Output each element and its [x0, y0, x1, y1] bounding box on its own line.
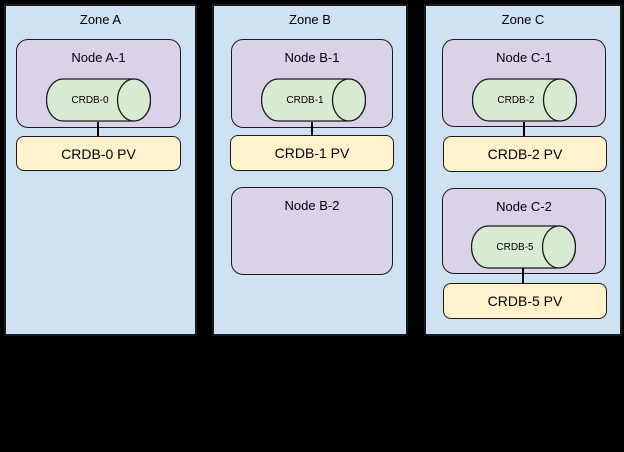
crdb-1-pv-label: CRDB-1 PV: [274, 145, 350, 161]
node-a1: Node A-1 CRDB-0: [16, 39, 181, 128]
connector-crdb1-pv: [311, 122, 313, 135]
crdb-5-pv-label: CRDB-5 PV: [487, 293, 563, 309]
zone-c: Zone C Node C-1 CRDB-2 CRDB-2 PV Node C-…: [424, 4, 622, 336]
crdb-0-pod: CRDB-0: [46, 78, 151, 122]
crdb-2-label: CRDB-2: [497, 94, 535, 106]
zone-c-title: Zone C: [501, 12, 545, 27]
node-b2: Node B-2: [231, 187, 393, 275]
zone-a: Zone A Node A-1 CRDB-0 CRDB-0 PV: [4, 4, 197, 336]
crdb-5-label: CRDB-5: [496, 241, 534, 253]
node-c1: Node C-1 CRDB-2: [442, 39, 606, 127]
cylinder-icon: [261, 78, 366, 122]
zone-b-title: Zone B: [289, 12, 331, 27]
connector-crdb2-pv: [523, 122, 525, 136]
node-b1: Node B-1 CRDB-1: [231, 39, 393, 128]
node-b1-title: Node B-1: [284, 50, 340, 65]
crdb-1-pv: CRDB-1 PV: [230, 135, 394, 171]
crdb-1-pod: CRDB-1: [261, 78, 366, 122]
node-c1-title: Node C-1: [496, 50, 552, 65]
node-b2-title: Node B-2: [284, 198, 340, 213]
crdb-0-pv-label: CRDB-0 PV: [61, 145, 136, 162]
crdb-0-pv: CRDB-0 PV: [16, 136, 181, 171]
cylinder-icon: [472, 78, 577, 122]
connector-crdb5-pv: [522, 268, 524, 283]
zone-a-title: Zone A: [79, 12, 122, 27]
connector-crdb0-pv: [97, 122, 99, 136]
cylinder-icon: [46, 78, 151, 122]
node-a1-title: Node A-1: [71, 50, 126, 65]
crdb-2-pod: CRDB-2: [472, 78, 577, 122]
crdb-1-label: CRDB-1: [286, 94, 324, 106]
crdb-0-label: CRDB-0: [71, 94, 109, 106]
crdb-5-pod: CRDB-5: [471, 225, 576, 269]
crdb-5-pv: CRDB-5 PV: [443, 283, 607, 319]
zone-b: Zone B Node B-1 CRDB-1 CRDB-1 PV Node B-…: [212, 4, 408, 336]
node-c2-title: Node C-2: [496, 199, 552, 214]
node-c2: Node C-2 CRDB-5: [442, 188, 606, 274]
crdb-2-pv-label: CRDB-2 PV: [487, 146, 563, 162]
cylinder-icon: [471, 225, 576, 269]
crdb-2-pv: CRDB-2 PV: [443, 136, 607, 172]
